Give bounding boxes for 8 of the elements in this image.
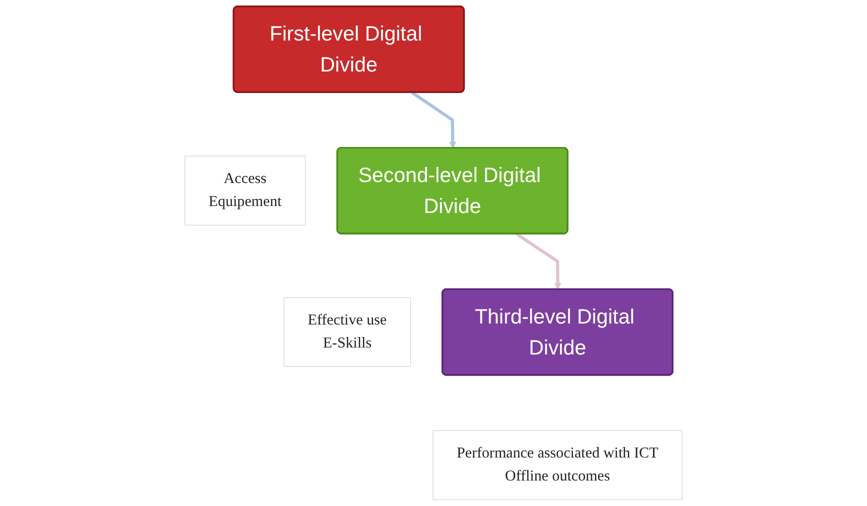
node-label: Effective use	[308, 312, 387, 328]
node-label: Offline outcomes	[505, 467, 610, 484]
node-label: Performance associated with ICT	[456, 444, 658, 462]
arrow	[411, 91, 456, 148]
node-label: Access	[224, 170, 267, 188]
arrow	[516, 232, 562, 290]
node-label: E-Skills	[322, 334, 372, 352]
node-label: Equipement	[208, 193, 282, 210]
